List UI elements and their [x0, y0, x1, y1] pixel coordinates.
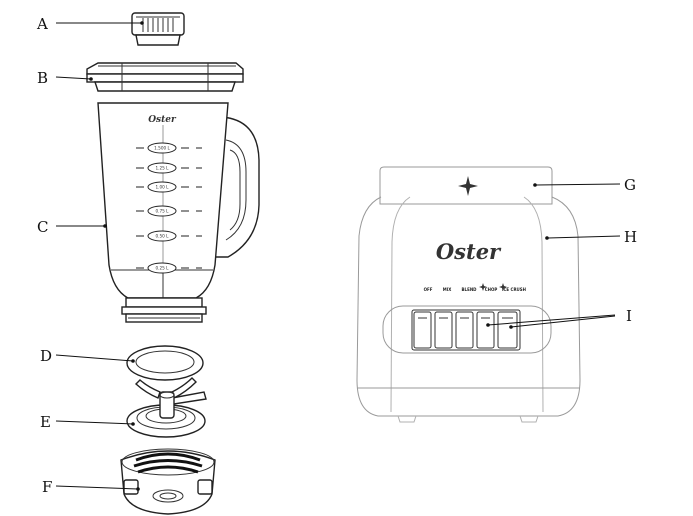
sealing-ring [126, 345, 204, 381]
jar-marking-label: 1.25 L [156, 166, 170, 171]
motor-base: Oster OFF MIX BLEND CHOP ICE CRUSH [356, 166, 581, 423]
leader-line-i-1 [487, 314, 616, 326]
jar-marking-oval [147, 181, 177, 193]
label-h: H [624, 228, 637, 246]
jar-lid [86, 62, 244, 92]
label-d: D [40, 347, 52, 365]
label-f: F [42, 478, 52, 496]
leader-line-d [55, 354, 134, 362]
button-label-off: OFF [424, 287, 433, 292]
leader-line-f [55, 485, 139, 490]
button-off[interactable] [413, 311, 432, 349]
base-logo-text: Oster [436, 239, 502, 264]
jar-marking-oval [147, 205, 177, 217]
button-mix[interactable] [434, 311, 453, 349]
button-chop[interactable] [476, 311, 495, 349]
leader-line-b [55, 76, 92, 80]
star-icon [458, 176, 478, 196]
button-ice-crush[interactable] [497, 311, 518, 349]
label-i: I [626, 307, 632, 325]
button-label-ice-crush: ICE CRUSH [502, 287, 526, 292]
button-label-blend: BLEND [462, 287, 478, 292]
leader-line-g [535, 183, 621, 186]
leader-lines [55, 22, 621, 490]
base-buttons [413, 311, 518, 349]
jar-marking-label: 1.00 L [156, 185, 170, 190]
jar-markings: 1.500 L 1.25 L 1.00 L 0.75 L 0.50 L 0.25 L [136, 142, 202, 274]
jar-marking-label: 0.75 L [156, 209, 170, 214]
jar-marking-label: 0.50 L [156, 234, 170, 239]
jar-marking-label: 1.500 L [154, 146, 170, 151]
button-label-chop: CHOP [485, 287, 498, 292]
label-b: B [37, 69, 48, 87]
jar-bottom-collar [120, 448, 216, 515]
leader-line-h [547, 235, 621, 239]
jar-marking-oval [147, 230, 177, 242]
label-e: E [40, 413, 51, 431]
pulse-star-icon-2 [499, 283, 507, 291]
leader-dots [89, 21, 549, 491]
jar-marking-oval [147, 262, 177, 274]
leader-line-e [55, 420, 134, 425]
jar-marking-oval [147, 142, 177, 154]
leader-line-i-2 [510, 315, 616, 328]
filler-cap [131, 12, 185, 46]
jar-marking-oval [147, 162, 177, 174]
jar-marking-label: 0.25 L [156, 266, 170, 271]
label-a: A [36, 15, 48, 33]
button-blend[interactable] [455, 311, 474, 349]
jar-logo-text: Oster [148, 115, 177, 125]
blender-jar: Oster 1.500 L 1.25 L 1.00 L 0.75 L 0.50 L 0.2… [97, 102, 260, 323]
pulse-star-icon [479, 283, 487, 291]
label-g: G [624, 176, 636, 194]
button-label-mix: MIX [443, 287, 452, 292]
blade-assembly [126, 377, 207, 438]
label-c: C [37, 218, 48, 236]
